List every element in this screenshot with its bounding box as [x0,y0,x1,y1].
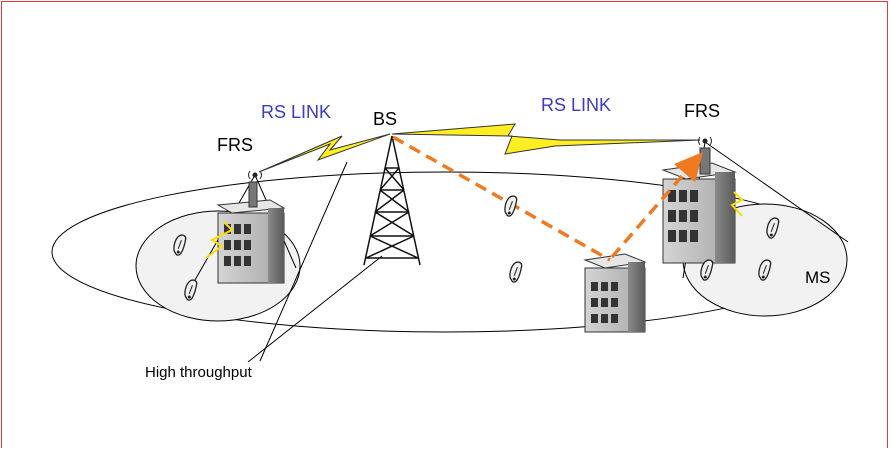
bs-label: BS [373,109,397,129]
tower-icon [363,135,421,266]
phone-icon [500,194,523,218]
lightning-bolt-icon [391,123,701,155]
lightning-bolt-icon [258,133,391,173]
lightning-bolt-icon [730,191,744,217]
high-throughput-label: High throughput [145,364,253,381]
relay-path [392,135,703,262]
ms-label: MS [805,268,831,287]
phone-icon [505,260,528,284]
building-icon [583,253,647,333]
rs-link-left-label: RS LINK [261,102,331,122]
frs-right-label: FRS [684,101,720,121]
lightning-bolt-icon [205,221,234,259]
high-throughput-pointer-lines [247,161,383,363]
building-icon [661,147,737,264]
frs-left-label: FRS [217,135,253,155]
rs-link-right-label: RS LINK [541,95,611,115]
antenna-icon [698,136,712,146]
